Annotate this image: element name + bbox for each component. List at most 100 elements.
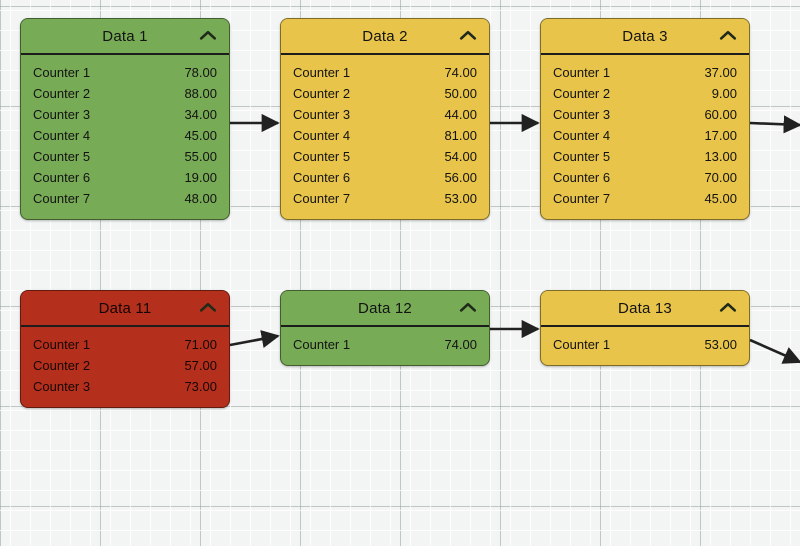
counter-value: 19.00 [184,170,217,185]
counter-label: Counter 7 [553,191,611,206]
counter-label: Counter 1 [33,337,91,352]
edge-data3-out[interactable] [749,115,800,134]
counter-row: Counter 2 88.00 [33,83,217,104]
counter-label: Counter 1 [553,65,611,80]
counter-label: Counter 2 [553,86,611,101]
counter-row: Counter 2 57.00 [33,355,217,376]
data-node-data-11[interactable]: Data 11 Counter 1 71.00 Counter 2 57.00 … [20,290,230,408]
data-node-data-2[interactable]: Data 2 Counter 1 74.00 Counter 2 50.00 C… [280,18,490,220]
chevron-up-icon-data-13[interactable] [719,301,737,315]
node-title: Data 13 [618,299,672,317]
counter-label: Counter 5 [553,149,611,164]
edge-data11-data12[interactable] [229,330,280,348]
chevron-up-icon-data-2[interactable] [459,29,477,43]
counter-row: Counter 3 73.00 [33,376,217,397]
counter-value: 50.00 [444,86,477,101]
counter-value: 81.00 [444,128,477,143]
counter-label: Counter 5 [293,149,351,164]
counter-label: Counter 5 [33,149,91,164]
data-node-data-12[interactable]: Data 12 Counter 1 74.00 [280,290,490,366]
data-node-data-3[interactable]: Data 3 Counter 1 37.00 Counter 2 9.00 Co… [540,18,750,220]
counter-value: 78.00 [184,65,217,80]
counter-row: Counter 1 78.00 [33,62,217,83]
counter-value: 71.00 [184,337,217,352]
counter-value: 34.00 [184,107,217,122]
counter-row: Counter 3 44.00 [293,104,477,125]
node-header-data-3[interactable]: Data 3 [541,19,749,55]
counter-row: Counter 5 54.00 [293,146,477,167]
counter-row: Counter 1 37.00 [553,62,737,83]
counter-value: 74.00 [444,65,477,80]
counter-label: Counter 3 [33,379,91,394]
counter-value: 13.00 [704,149,737,164]
counter-row: Counter 1 74.00 [293,334,477,355]
node-header-data-11[interactable]: Data 11 [21,291,229,327]
counter-value: 55.00 [184,149,217,164]
counter-label: Counter 3 [553,107,611,122]
counter-label: Counter 4 [293,128,351,143]
counter-label: Counter 3 [33,107,91,122]
counter-value: 45.00 [184,128,217,143]
counter-value: 53.00 [704,337,737,352]
data-node-data-13[interactable]: Data 13 Counter 1 53.00 [540,290,750,366]
node-header-data-13[interactable]: Data 13 [541,291,749,327]
counter-value: 70.00 [704,170,737,185]
counter-value: 45.00 [704,191,737,206]
counter-label: Counter 2 [293,86,351,101]
data-node-data-1[interactable]: Data 1 Counter 1 78.00 Counter 2 88.00 C… [20,18,230,220]
counter-row: Counter 7 45.00 [553,188,737,209]
chevron-up-icon-data-3[interactable] [719,29,737,43]
chevron-up-icon-data-11[interactable] [199,301,217,315]
counter-label: Counter 6 [553,170,611,185]
counter-value: 74.00 [444,337,477,352]
node-header-data-2[interactable]: Data 2 [281,19,489,55]
counter-label: Counter 6 [293,170,351,185]
node-title: Data 11 [98,299,152,317]
chevron-up-icon-data-12[interactable] [459,301,477,315]
chevron-up-icon-data-1[interactable] [199,29,217,43]
counter-row: Counter 1 71.00 [33,334,217,355]
counter-label: Counter 1 [33,65,91,80]
counter-value: 56.00 [444,170,477,185]
counter-value: 17.00 [704,128,737,143]
counter-label: Counter 1 [293,337,351,352]
counter-value: 53.00 [444,191,477,206]
counter-row: Counter 4 45.00 [33,125,217,146]
counter-value: 9.00 [711,86,737,101]
counter-value: 48.00 [184,191,217,206]
node-header-data-1[interactable]: Data 1 [21,19,229,55]
node-body-data-13: Counter 1 53.00 [541,327,749,365]
counter-label: Counter 2 [33,358,91,373]
counter-row: Counter 6 19.00 [33,167,217,188]
counter-row: Counter 2 9.00 [553,83,737,104]
counter-label: Counter 4 [33,128,91,143]
node-body-data-3: Counter 1 37.00 Counter 2 9.00 Counter 3… [541,55,749,219]
counter-label: Counter 4 [553,128,611,143]
node-title: Data 3 [622,27,668,45]
counter-label: Counter 3 [293,107,351,122]
counter-row: Counter 5 13.00 [553,146,737,167]
counter-value: 88.00 [184,86,217,101]
node-body-data-1: Counter 1 78.00 Counter 2 88.00 Counter … [21,55,229,219]
counter-value: 73.00 [184,379,217,394]
counter-label: Counter 7 [293,191,351,206]
counter-row: Counter 4 17.00 [553,125,737,146]
counter-row: Counter 7 48.00 [33,188,217,209]
node-body-data-2: Counter 1 74.00 Counter 2 50.00 Counter … [281,55,489,219]
counter-label: Counter 6 [33,170,91,185]
node-title: Data 2 [362,27,408,45]
counter-row: Counter 1 53.00 [553,334,737,355]
counter-row: Counter 3 60.00 [553,104,737,125]
node-title: Data 12 [358,299,412,317]
counter-row: Counter 3 34.00 [33,104,217,125]
counter-value: 60.00 [704,107,737,122]
counter-row: Counter 1 74.00 [293,62,477,83]
counter-row: Counter 4 81.00 [293,125,477,146]
node-header-data-12[interactable]: Data 12 [281,291,489,327]
counter-label: Counter 1 [553,337,611,352]
edge-data13-out[interactable] [749,338,800,364]
counter-value: 57.00 [184,358,217,373]
node-body-data-12: Counter 1 74.00 [281,327,489,365]
counter-row: Counter 5 55.00 [33,146,217,167]
